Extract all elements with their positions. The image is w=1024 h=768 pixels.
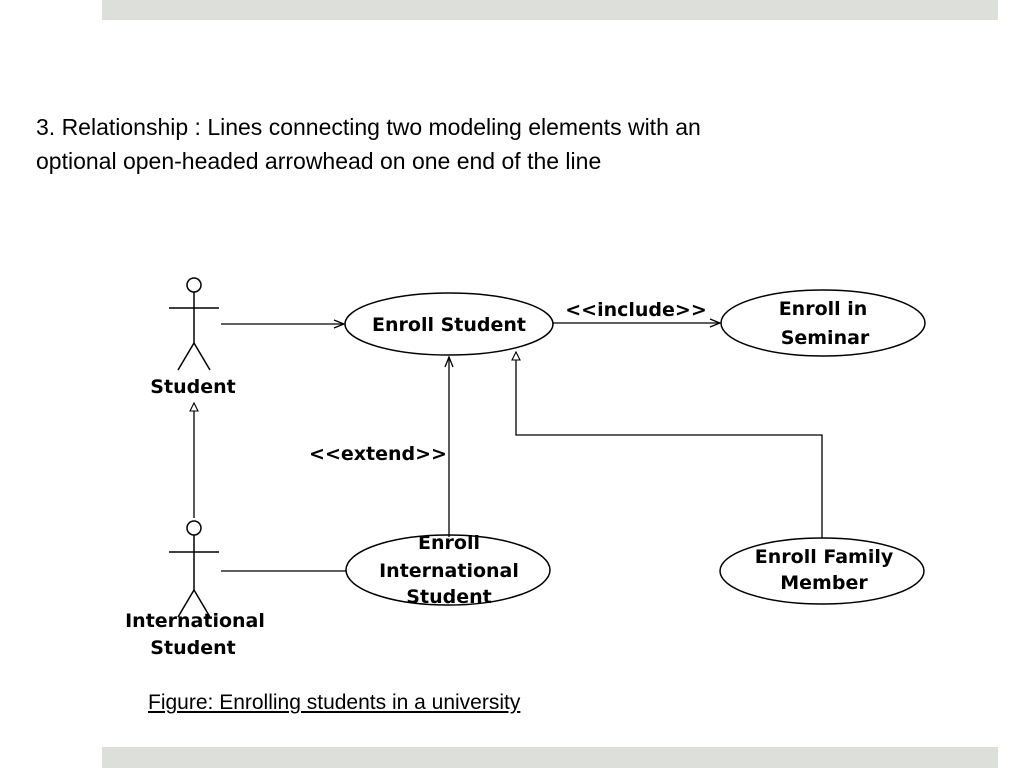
slide-heading: 3. Relationship : Lines connecting two m… (36, 110, 936, 178)
enroll-international-label-line-2: International (379, 560, 519, 582)
student-actor-label: Student (150, 376, 235, 398)
international-student-label-line-2: Student (150, 637, 235, 659)
enroll-family-label-line-2: Member (780, 572, 868, 594)
include-label: <<include>> (565, 299, 707, 321)
international-student-actor (169, 520, 219, 618)
international-student-label-line-1: International (125, 610, 265, 632)
enroll-seminar-label-line-2: Seminar (781, 327, 870, 349)
heading-line-1: 3. Relationship : Lines connecting two m… (36, 114, 701, 140)
enroll-seminar-usecase (720, 289, 926, 357)
enroll-family-label-line-1: Enroll Family (755, 546, 894, 568)
student-actor (169, 277, 219, 371)
family-generalization-line (516, 352, 823, 538)
bottom-decorative-bar (102, 747, 998, 768)
top-decorative-bar (102, 0, 998, 20)
figure-caption: Figure: Enrolling students in a universi… (148, 691, 521, 714)
enroll-student-usecase (344, 292, 554, 356)
heading-line-2: optional open-headed arrowhead on one en… (36, 148, 602, 174)
enroll-student-label: Enroll Student (372, 314, 526, 336)
enroll-seminar-label-line-1: Enroll in (779, 298, 868, 320)
enroll-international-label-line-3: Student (406, 586, 491, 608)
enroll-international-usecase (345, 534, 551, 606)
enroll-international-label-line-1: Enroll (418, 532, 480, 554)
extend-label: <<extend>> (309, 443, 447, 465)
